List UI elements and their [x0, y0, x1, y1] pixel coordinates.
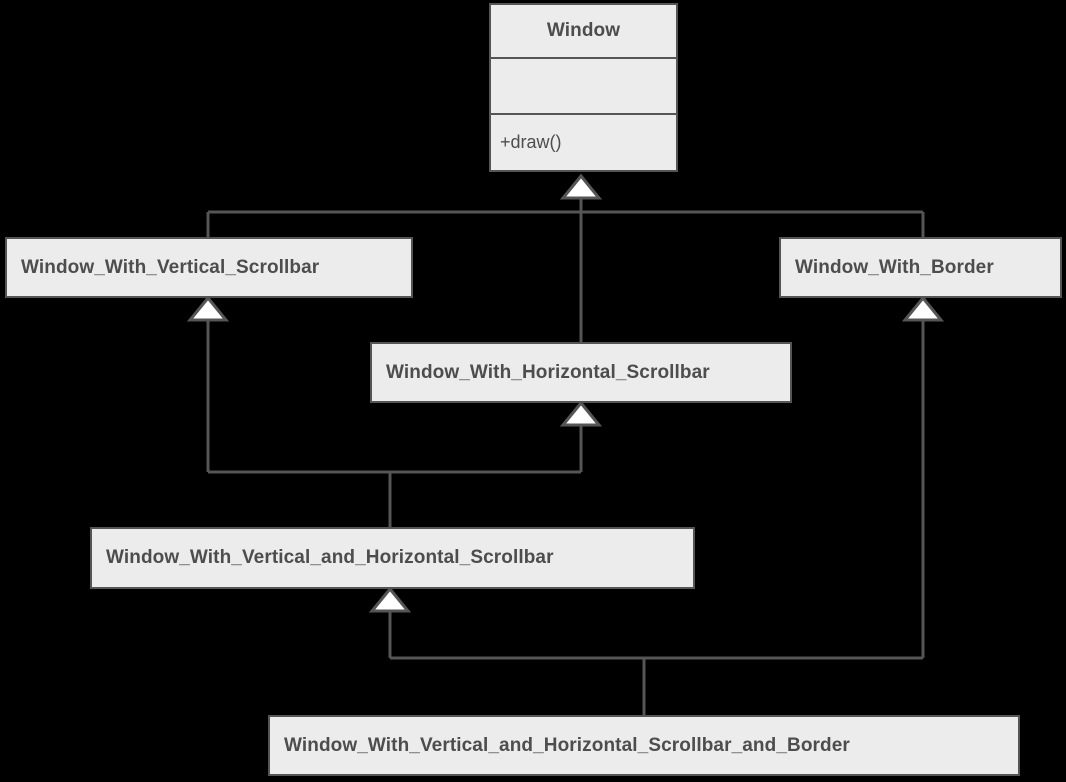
edge-to-vertical-and-horizontal-parents	[186, 295, 603, 527]
class-name-compartment: Window	[491, 5, 676, 59]
class-name-window-with-border: Window_With_Border	[795, 256, 994, 278]
class-box-window-with-vertical-and-horizontal-scrollbar-and-border[interactable]: Window_With_Vertical_and_Horizontal_Scro…	[268, 715, 1020, 776]
class-box-window-with-vertical-and-horizontal-scrollbar[interactable]: Window_With_Vertical_and_Horizontal_Scro…	[90, 527, 695, 589]
class-box-window-with-horizontal-scrollbar[interactable]: Window_With_Horizontal_Scrollbar	[370, 342, 792, 403]
edge-to-window	[206, 173, 925, 342]
generalization-arrowhead	[559, 173, 603, 200]
class-operation-draw: +draw()	[500, 132, 562, 152]
class-name-window: Window	[546, 20, 621, 41]
class-name-window-with-vertical-and-horizontal-scrollbar-and-border: Window_With_Vertical_and_Horizontal_Scro…	[284, 734, 850, 756]
generalization-arrowhead	[368, 586, 412, 613]
class-name-window-with-horizontal-scrollbar: Window_With_Horizontal_Scrollbar	[386, 361, 710, 383]
class-box-window-with-vertical-scrollbar[interactable]: Window_With_Vertical_Scrollbar	[5, 237, 413, 298]
class-name-window-with-vertical-scrollbar: Window_With_Vertical_Scrollbar	[21, 256, 320, 278]
class-attributes-compartment	[491, 59, 676, 115]
class-box-window-with-border[interactable]: Window_With_Border	[779, 237, 1062, 298]
edge-to-bottom-class	[368, 295, 945, 715]
class-box-window[interactable]: Window +draw()	[489, 3, 678, 172]
class-name-window-with-vertical-and-horizontal-scrollbar: Window_With_Vertical_and_Horizontal_Scro…	[106, 547, 554, 568]
generalization-arrowhead	[559, 400, 603, 427]
generalization-arrowhead	[901, 295, 945, 322]
generalization-arrowhead	[186, 295, 230, 322]
class-operations-compartment: +draw()	[491, 115, 676, 170]
